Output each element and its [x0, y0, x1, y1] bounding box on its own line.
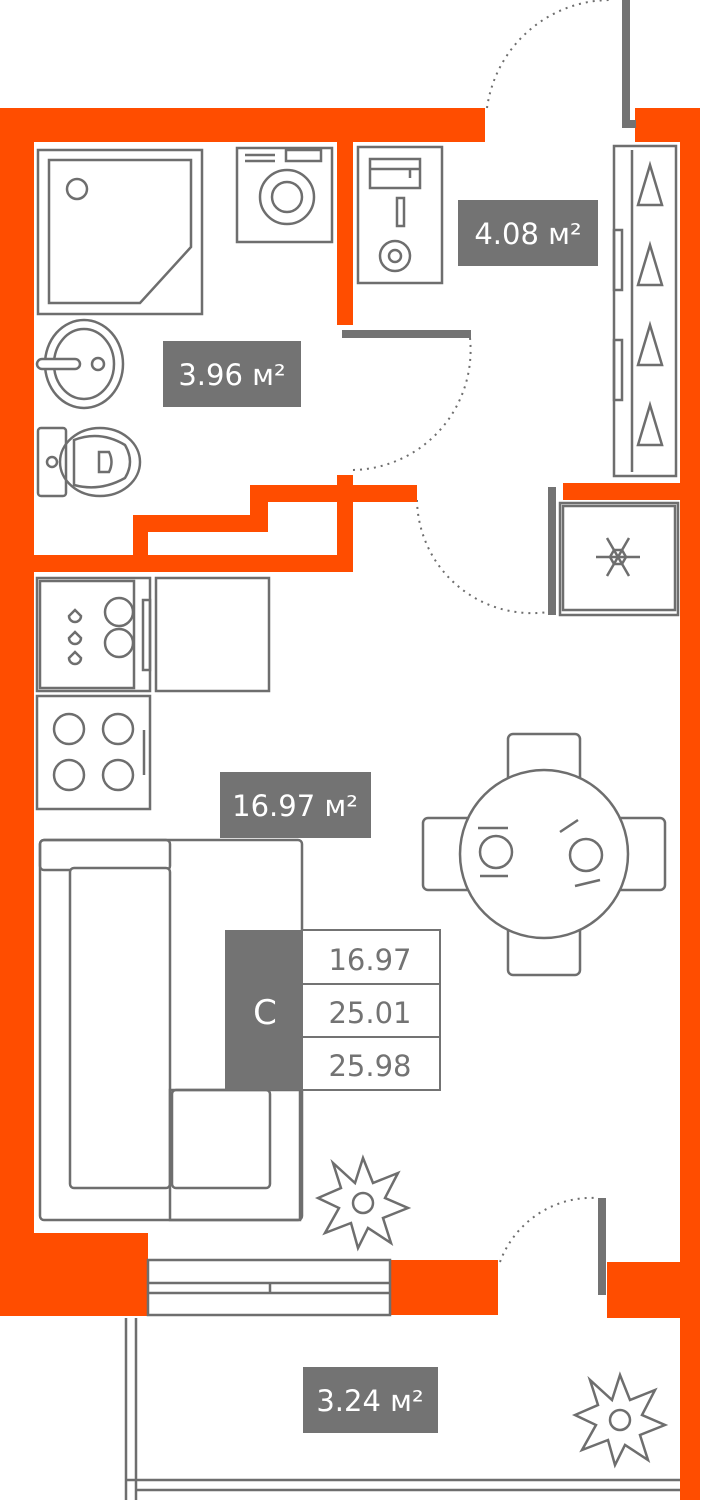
sofa [38, 838, 304, 1222]
kitchen-sink [35, 576, 152, 693]
bathroom-area-text: 3.96 м² [178, 358, 285, 392]
total-area-without-balcony-value: 25.01 [328, 996, 411, 1030]
toilet [36, 426, 142, 498]
dining-table [421, 732, 667, 977]
shower-cabin [36, 148, 204, 316]
window [146, 1258, 392, 1317]
kitchen-counter [154, 576, 271, 693]
hall-area-text: 4.08 м² [474, 217, 581, 251]
area-summary-table: С 16.97 25.01 25.98 [225, 929, 441, 1091]
door-swings [349, 0, 612, 1263]
washing-machine [235, 146, 334, 244]
total-area-value: 25.98 [328, 1049, 411, 1083]
balcony-area-label: 3.24 м² [303, 1367, 438, 1433]
plant-icon [314, 1154, 412, 1252]
balcony-railing [124, 1318, 680, 1500]
bathroom-area-label: 3.96 м² [163, 341, 301, 407]
sink [35, 318, 125, 410]
plant-icon [571, 1371, 669, 1469]
boiler-unit [356, 145, 444, 285]
living-area-text: 16.97 м² [232, 789, 358, 823]
cooktop [35, 694, 152, 811]
balcony-area-text: 3.24 м² [316, 1384, 423, 1418]
hall-area-label: 4.08 м² [458, 200, 598, 266]
living-area-value: 16.97 [328, 943, 411, 977]
living-area-label: 16.97 м² [220, 772, 371, 838]
fridge [558, 501, 680, 617]
apartment-class: С [253, 993, 277, 1033]
snowflake-icon [596, 537, 640, 577]
wardrobe [612, 144, 678, 478]
